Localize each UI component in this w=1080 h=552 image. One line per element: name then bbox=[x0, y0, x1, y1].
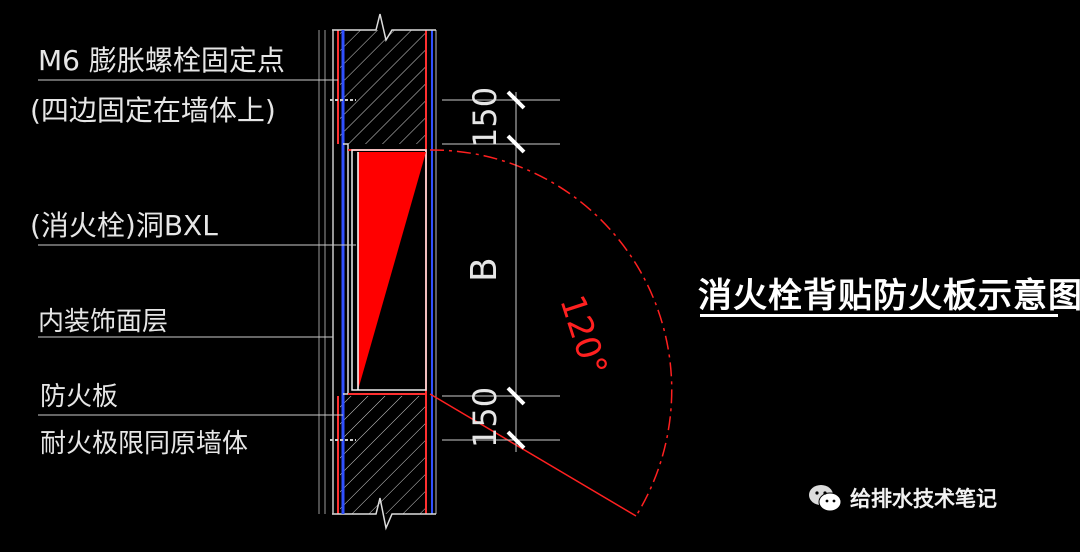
hydrant-box bbox=[351, 149, 427, 391]
wechat-icon bbox=[809, 485, 842, 512]
callout-labels: M6 膨胀螺栓固定点 (四边固定在墙体上) (消火栓)洞BXL 内装饰面层 防火… bbox=[30, 44, 285, 459]
dim-top-label: 150 bbox=[466, 87, 504, 148]
leader-lines bbox=[38, 79, 356, 416]
label-fire-rating: 耐火极限同原墙体 bbox=[40, 429, 248, 459]
wall-section bbox=[332, 13, 437, 531]
label-bolt-line2: (四边固定在墙体上) bbox=[30, 94, 276, 127]
door-swing: 120° bbox=[429, 149, 673, 517]
watermark: 给排水技术笔记 bbox=[808, 483, 997, 513]
label-hydrant-hole: (消火栓)洞BXL bbox=[30, 209, 218, 242]
dim-middle-label: B bbox=[464, 257, 505, 282]
drawing-title: 消火栓背贴防火板示意图 bbox=[698, 276, 1080, 316]
dim-bottom-label: 150 bbox=[466, 387, 504, 448]
title-underline bbox=[700, 314, 1058, 317]
label-bolt-line1: M6 膨胀螺栓固定点 bbox=[38, 44, 285, 77]
bolt-marks bbox=[330, 99, 356, 441]
label-fire-board: 防火板 bbox=[40, 382, 118, 412]
angle-label: 120° bbox=[551, 290, 614, 380]
watermark-text: 给排水技术笔记 bbox=[850, 487, 997, 511]
dimension-lines: 150 B 150 bbox=[442, 87, 560, 452]
label-finish-layer: 内装饰面层 bbox=[38, 307, 168, 337]
